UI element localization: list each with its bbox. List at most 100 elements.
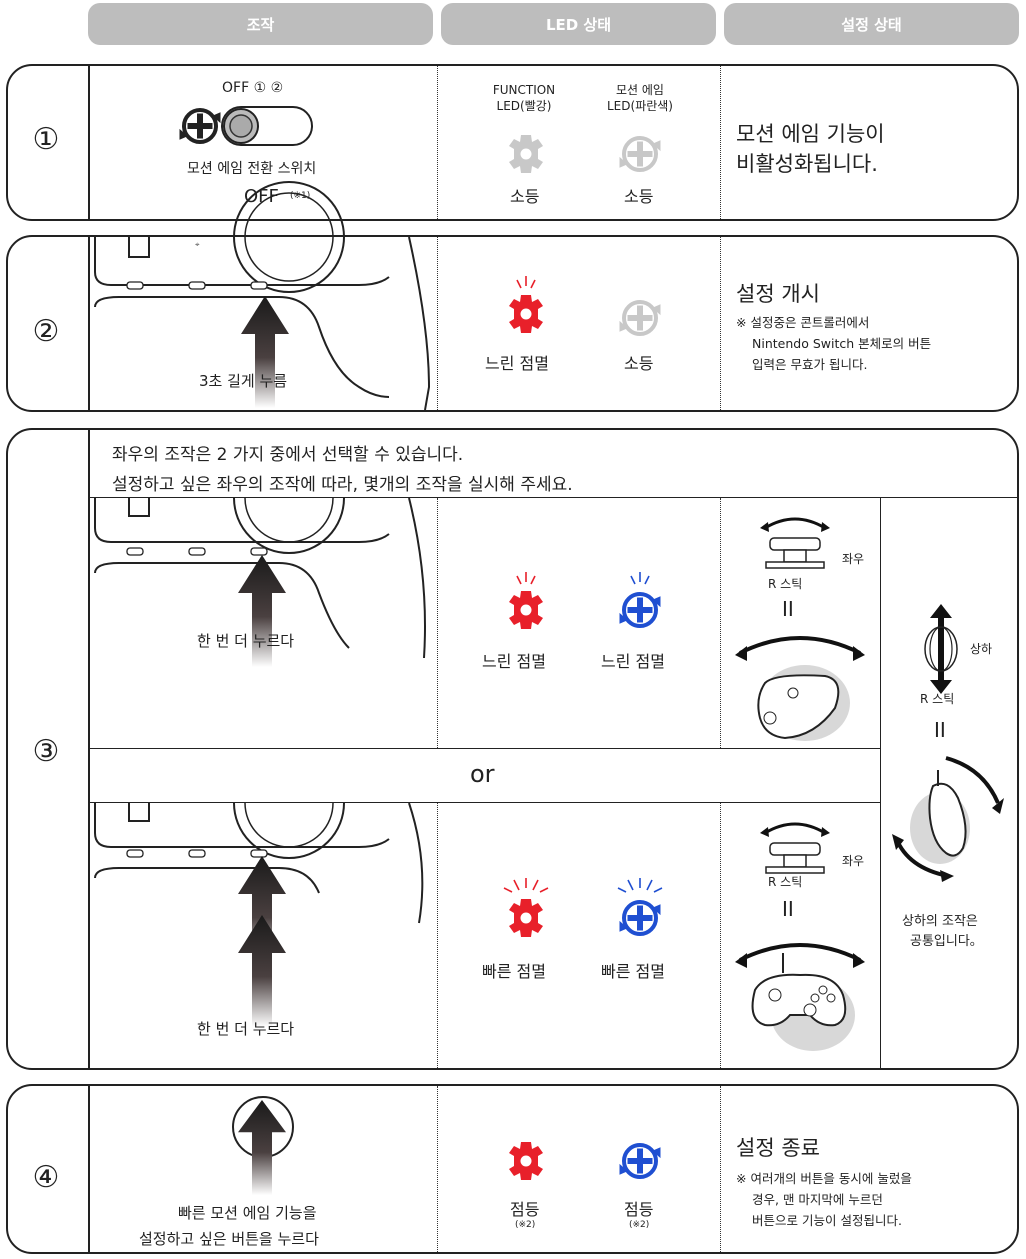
header-operation: 조작 xyxy=(88,3,433,45)
optA-action: 한 번 더 누르다 xyxy=(197,632,295,650)
gear-icon xyxy=(506,134,546,174)
step4-dotted-1 xyxy=(437,1086,438,1252)
step3-common-divider xyxy=(880,497,881,1068)
step2-dotted-2 xyxy=(720,237,721,410)
step3-number: ③ xyxy=(32,734,60,769)
stick-icon xyxy=(918,604,964,694)
or-label: or xyxy=(470,760,495,788)
common-equals: II xyxy=(934,718,946,742)
step4-action-line1: 빠른 모션 에임 기능을 xyxy=(178,1204,317,1222)
step3-dotted-b1 xyxy=(437,803,438,1068)
step2-divider xyxy=(88,235,90,412)
step4-status-title: 설정 종료 xyxy=(736,1136,820,1160)
header-setting-label: 설정 상태 xyxy=(841,15,902,34)
motion-aim-icon xyxy=(618,134,662,174)
switch-icon xyxy=(178,104,318,152)
step3-rule-or-top xyxy=(88,748,880,749)
led1-title-text: FUNCTION LED(빨강) xyxy=(492,83,556,113)
motion-aim-icon xyxy=(618,1141,662,1181)
step2-note-line1: ※ 설정중은 콘트롤러에서 xyxy=(736,315,870,330)
stick-icon xyxy=(760,817,830,887)
arrow-up-icon xyxy=(237,915,287,1029)
step3-dotted-a1 xyxy=(437,498,438,748)
step1-status-line2: 비활성화됩니다. xyxy=(736,152,878,176)
step1-led2-state: 소등 xyxy=(624,187,654,206)
step2-dotted-1 xyxy=(437,237,438,410)
step2-note-line2: Nintendo Switch 본체로의 버튼 xyxy=(752,336,932,351)
switch-label: 모션 에임 전환 스위치 xyxy=(187,161,317,177)
step4-note-line1: ※ 여러개의 버튼을 동시에 눌렀을 xyxy=(736,1171,912,1186)
motion-aim-icon xyxy=(617,878,663,938)
header-led-label: LED 상태 xyxy=(545,15,612,34)
step3-dotted-b2 xyxy=(720,803,721,1068)
step4-led2-note: (※2) xyxy=(629,1220,650,1230)
gear-icon xyxy=(506,1141,546,1181)
step3-dotted-a2 xyxy=(720,498,721,748)
optA-equals: II xyxy=(782,597,794,621)
gear-icon xyxy=(503,878,549,938)
svg-text:⌖: ⌖ xyxy=(195,240,200,249)
motion-aim-icon xyxy=(618,572,662,630)
step2-led1-state: 느린 점멸 xyxy=(485,354,549,373)
gear-icon xyxy=(506,276,546,334)
step4-led1-state: 점등 xyxy=(510,1200,540,1219)
gear-icon xyxy=(506,572,546,630)
step1-panel xyxy=(6,64,1019,221)
controller-icon xyxy=(89,497,437,659)
header-setting: 설정 상태 xyxy=(724,3,1019,45)
optB-led1-state: 빠른 점멸 xyxy=(482,962,546,981)
common-note-line2: 공통입니다。 xyxy=(910,934,983,949)
optA-dir-label: 좌우 xyxy=(842,552,865,566)
switch-note: (※1) xyxy=(290,191,311,201)
step3-divider xyxy=(88,428,90,1070)
arrow-up-icon xyxy=(237,1100,287,1200)
switch-positions: OFF ① ② xyxy=(222,80,284,96)
step1-led1-state: 소등 xyxy=(510,187,540,206)
led2-title: 모션 에임 LED(파란색) xyxy=(594,82,686,114)
step4-dotted-2 xyxy=(720,1086,721,1252)
arrow-up-icon xyxy=(237,555,287,669)
step2-note-line3: 입력은 무효가 됩니다. xyxy=(752,357,868,372)
step2-led2-state: 소등 xyxy=(624,354,654,373)
optB-stick-label: R 스틱 xyxy=(768,875,803,889)
optA-stick-label: R 스틱 xyxy=(768,577,803,591)
optB-action: 한 번 더 누르다 xyxy=(197,1020,295,1038)
common-dir-label: 상하 xyxy=(970,642,993,656)
step1-dotted-2 xyxy=(720,66,721,219)
step4-led2-state: 점등 xyxy=(624,1200,654,1219)
step4-action-line2: 설정하고 싶은 버튼을 누르다 xyxy=(139,1230,319,1248)
led2-title-text: 모션 에임 LED(파란색) xyxy=(607,83,673,113)
step4-divider xyxy=(88,1084,90,1254)
step1-divider xyxy=(88,64,90,221)
step3-rule-or-bottom xyxy=(88,802,880,803)
optA-led2-state: 느린 점멸 xyxy=(601,652,665,671)
step2-action: 3초 길게 누름 xyxy=(199,372,288,390)
step3-panel xyxy=(6,428,1019,1070)
step1-status-line1: 모션 에임 기능이 xyxy=(736,122,885,146)
step2-number: ② xyxy=(32,314,60,349)
common-note-line1: 상하의 조작은 xyxy=(902,914,978,929)
controller-icon xyxy=(735,935,865,1055)
motion-aim-icon xyxy=(618,298,662,338)
step3-intro-line2: 설정하고 싶은 좌우의 조작에 따라, 몇개의 조작을 실시해 주세요. xyxy=(112,475,573,495)
step4-panel xyxy=(6,1084,1019,1254)
controller-icon xyxy=(89,802,437,1068)
step4-led1-note: (※2) xyxy=(515,1220,536,1230)
optB-dir-label: 좌우 xyxy=(842,854,865,868)
step3-intro-line1: 좌우의 조작은 2 가지 중에서 선택할 수 있습니다. xyxy=(112,445,464,465)
step2-panel xyxy=(6,235,1019,412)
step1-number: ① xyxy=(32,122,60,157)
optB-led2-state: 빠른 점멸 xyxy=(601,962,665,981)
step4-number: ④ xyxy=(32,1160,60,1195)
step2-status-title: 설정 개시 xyxy=(736,282,820,306)
arrow-up-icon xyxy=(240,296,290,410)
controller-icon: ⌖ xyxy=(89,181,437,411)
controller-icon xyxy=(888,748,1006,883)
controller-icon xyxy=(735,628,865,743)
step4-note-line3: 버튼으로 기능이 설정됩니다. xyxy=(752,1213,902,1228)
header-operation-label: 조작 xyxy=(246,15,275,34)
optA-led1-state: 느린 점멸 xyxy=(482,652,546,671)
step4-note-line2: 경우, 맨 마지막에 누르던 xyxy=(752,1192,883,1207)
switch-value: OFF xyxy=(244,186,279,207)
header-led: LED 상태 xyxy=(441,3,716,45)
